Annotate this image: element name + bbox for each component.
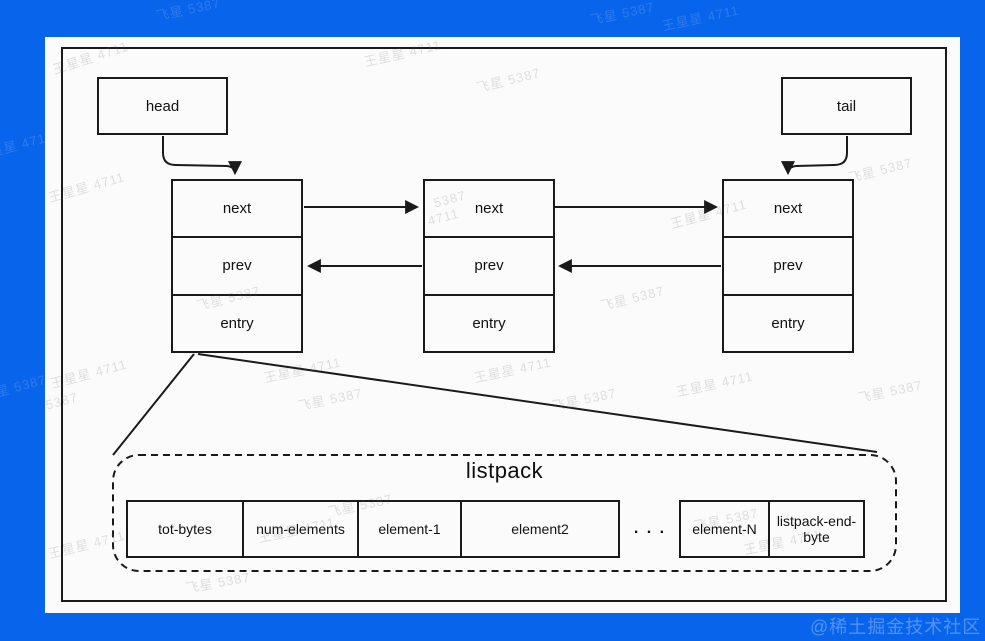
node3-entry-cell: entry bbox=[724, 293, 852, 351]
node1-next-cell: next bbox=[222, 200, 252, 218]
listpack-cell-end-byte: listpack-end-byte bbox=[768, 502, 863, 556]
watermark-layer-left: 王星星 4711 飞星 5387 bbox=[0, 0, 45, 641]
node2-prev-cell: prev bbox=[425, 236, 553, 293]
watermark: 飞星 5387 bbox=[154, 0, 222, 24]
node1-entry-cell: entry bbox=[173, 293, 301, 351]
site-credit-watermark: @稀土掘金技术社区 bbox=[810, 617, 982, 637]
node2-entry-cell: entry bbox=[425, 293, 553, 351]
listpack-cell-element-1: element-1 bbox=[357, 502, 460, 556]
listpack-cell-element-n: element-N bbox=[692, 520, 757, 537]
node3-prev-cell: prev bbox=[724, 236, 852, 293]
watermark: 飞星 5387 bbox=[0, 371, 45, 404]
node3-next-cell: next bbox=[773, 200, 803, 218]
listpack-cell-tot-bytes: tot-bytes bbox=[158, 520, 212, 537]
watermark: 王星星 4711 bbox=[660, 2, 741, 34]
head-label: head bbox=[145, 97, 180, 115]
listpack-tail-cells: element-N listpack-end-byte bbox=[679, 500, 865, 558]
listpack-header-cells: tot-bytes num-elements element-1 element… bbox=[126, 500, 620, 558]
list-node-1: next prev entry bbox=[171, 179, 303, 353]
listpack-ellipsis: . . . bbox=[633, 520, 667, 537]
listpack-title: listpack bbox=[465, 458, 544, 483]
list-node-3: next prev entry bbox=[722, 179, 854, 353]
listpack-cell-element-2: element2 bbox=[460, 502, 618, 556]
listpack-cell-num-elements: num-elements bbox=[242, 502, 357, 556]
node1-prev-cell: prev bbox=[173, 236, 301, 293]
tail-label: tail bbox=[836, 97, 857, 115]
watermark: 王星星 4711 bbox=[0, 128, 45, 164]
list-node-2: next prev entry bbox=[423, 179, 555, 353]
tail-pointer-box: tail bbox=[781, 77, 912, 135]
diagram-outer-border bbox=[61, 47, 947, 602]
head-pointer-box: head bbox=[97, 77, 228, 135]
node2-next-cell: next bbox=[474, 200, 504, 218]
watermark: 飞星 5387 bbox=[588, 0, 656, 28]
